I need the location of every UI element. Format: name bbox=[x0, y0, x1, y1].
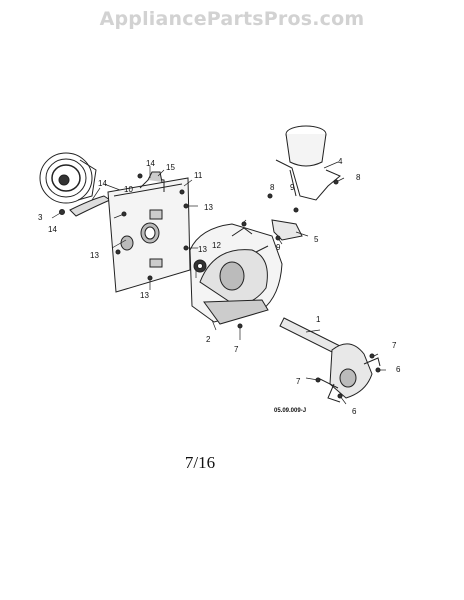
callout-6: 6 bbox=[352, 407, 357, 416]
callout-7: 7 bbox=[392, 341, 397, 350]
callout-8: 8 bbox=[356, 173, 361, 182]
callout-4: 4 bbox=[338, 157, 343, 166]
callout-13: 13 bbox=[204, 203, 213, 212]
callout-1: 1 bbox=[316, 315, 321, 324]
housing-plate bbox=[107, 171, 191, 293]
callout-13: 13 bbox=[90, 251, 99, 260]
callout-15: 15 bbox=[166, 163, 175, 172]
callout-3: 3 bbox=[38, 213, 43, 222]
drawing-code: 05.09.009-J bbox=[274, 408, 306, 414]
callout-5: 5 bbox=[314, 235, 319, 244]
auger-housing bbox=[189, 223, 283, 325]
chute bbox=[275, 125, 341, 201]
callout-2: 2 bbox=[206, 335, 211, 344]
callout-12: 12 bbox=[212, 241, 221, 250]
callout-13: 13 bbox=[140, 291, 149, 300]
callout-9: 9 bbox=[290, 183, 295, 192]
callout-14: 14 bbox=[98, 179, 107, 188]
callout-9: 9 bbox=[276, 243, 281, 252]
callout-7: 7 bbox=[234, 345, 239, 354]
callout-6: 6 bbox=[396, 365, 401, 374]
washer bbox=[193, 259, 207, 273]
callout-14: 14 bbox=[146, 159, 155, 168]
callout-14: 14 bbox=[48, 225, 57, 234]
callout-8: 8 bbox=[270, 183, 275, 192]
watermark-text: AppliancePartsPros.com bbox=[99, 8, 365, 30]
callout-13: 13 bbox=[198, 245, 207, 254]
auger-shaft bbox=[279, 317, 381, 403]
callout-10: 10 bbox=[124, 185, 133, 194]
pulley bbox=[39, 152, 97, 204]
chute-bracket bbox=[271, 219, 303, 241]
callout-11: 11 bbox=[194, 171, 203, 180]
callout-7: 7 bbox=[296, 377, 301, 386]
page-number: 7/16 bbox=[184, 453, 216, 472]
